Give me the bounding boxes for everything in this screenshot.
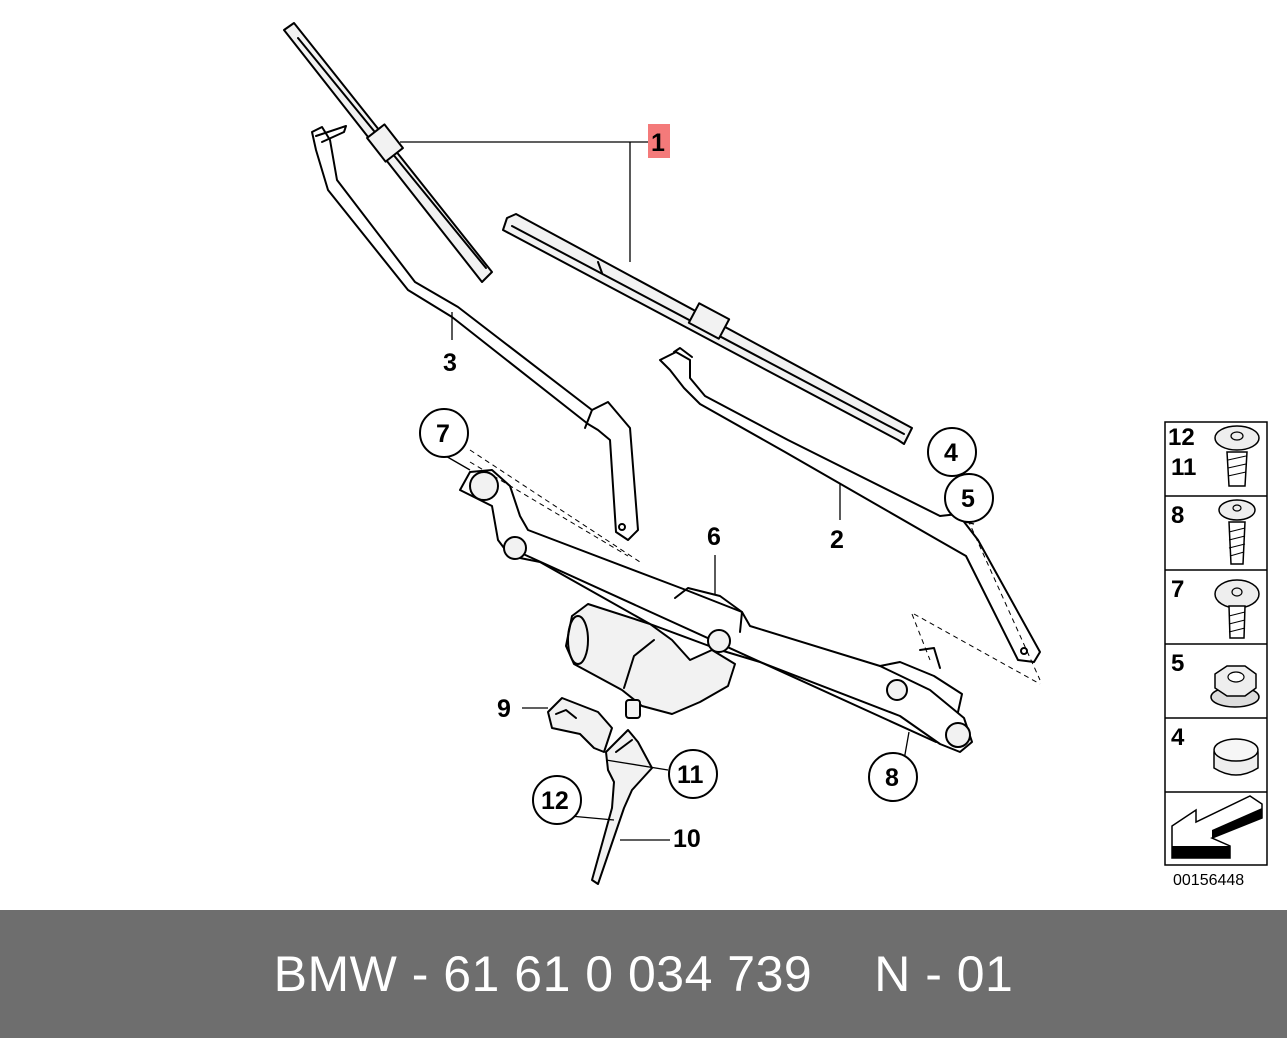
callout-10[interactable]: 10 bbox=[673, 825, 701, 853]
callout-2[interactable]: 2 bbox=[830, 526, 844, 554]
legend-label-12: 12 bbox=[1168, 424, 1195, 451]
variant-code: N - 01 bbox=[874, 946, 1014, 1002]
callout-12-circle bbox=[532, 775, 582, 825]
spring-screw-icon bbox=[1218, 499, 1256, 565]
wiper-blade-right bbox=[502, 213, 913, 445]
callout-8[interactable]: 8 bbox=[885, 764, 899, 792]
flange-screw-icon bbox=[1214, 425, 1260, 487]
callout-9[interactable]: 9 bbox=[497, 695, 511, 723]
callout-7-circle bbox=[419, 408, 469, 458]
wiper-arm-right bbox=[659, 347, 1041, 663]
callout-3[interactable]: 3 bbox=[443, 349, 457, 377]
legend-label-7: 7 bbox=[1171, 576, 1184, 603]
parts-diagram: 1 3 2 6 9 10 7 4 5 8 11 12 12 11 8 bbox=[283, 22, 1268, 889]
callout-6[interactable]: 6 bbox=[707, 523, 721, 551]
callout-12[interactable]: 12 bbox=[541, 787, 569, 815]
bracket-9 bbox=[547, 697, 613, 753]
callout-1-highlight bbox=[648, 124, 670, 158]
part-number: BMW - 61 61 0 034 739 bbox=[273, 946, 813, 1002]
legend-label-11: 11 bbox=[1171, 454, 1196, 481]
legend-label-4: 4 bbox=[1171, 724, 1185, 751]
alignment-line-left-b bbox=[469, 461, 629, 557]
alignment-line-left bbox=[469, 449, 641, 563]
wiper-blade-left bbox=[283, 22, 493, 283]
callout-8-circle bbox=[868, 752, 918, 802]
callout-7[interactable]: 7 bbox=[436, 420, 450, 448]
hardware-legend: 12 11 8 7 5 bbox=[1164, 421, 1268, 866]
part-number-footer: BMW - 61 61 0 034 739 N - 01 bbox=[0, 910, 1287, 1038]
callout-4[interactable]: 4 bbox=[944, 439, 958, 467]
callout-5-circle bbox=[944, 473, 994, 523]
direction-arrow-icon bbox=[1171, 795, 1263, 859]
wiper-linkage bbox=[459, 469, 973, 753]
callout-11-circle bbox=[668, 749, 718, 799]
wiper-arm-left bbox=[311, 125, 639, 541]
alignment-line-right-c bbox=[967, 519, 1041, 681]
image-number: 00156448 bbox=[1173, 872, 1244, 889]
callout-5[interactable]: 5 bbox=[961, 485, 975, 513]
callout-1[interactable]: 1 bbox=[651, 129, 665, 157]
callout-4-circle bbox=[927, 427, 977, 477]
hex-nut-icon bbox=[1210, 665, 1260, 708]
wiper-motor bbox=[565, 603, 736, 719]
alignment-line-right bbox=[913, 613, 1041, 685]
legend-label-5: 5 bbox=[1171, 650, 1184, 677]
legend-label-8: 8 bbox=[1171, 502, 1184, 529]
collar-screw-icon bbox=[1214, 579, 1260, 639]
bracket-10 bbox=[591, 729, 653, 885]
callout-11[interactable]: 11 bbox=[677, 761, 704, 789]
alignment-line-right-b bbox=[911, 613, 931, 661]
cap-icon bbox=[1213, 738, 1259, 776]
